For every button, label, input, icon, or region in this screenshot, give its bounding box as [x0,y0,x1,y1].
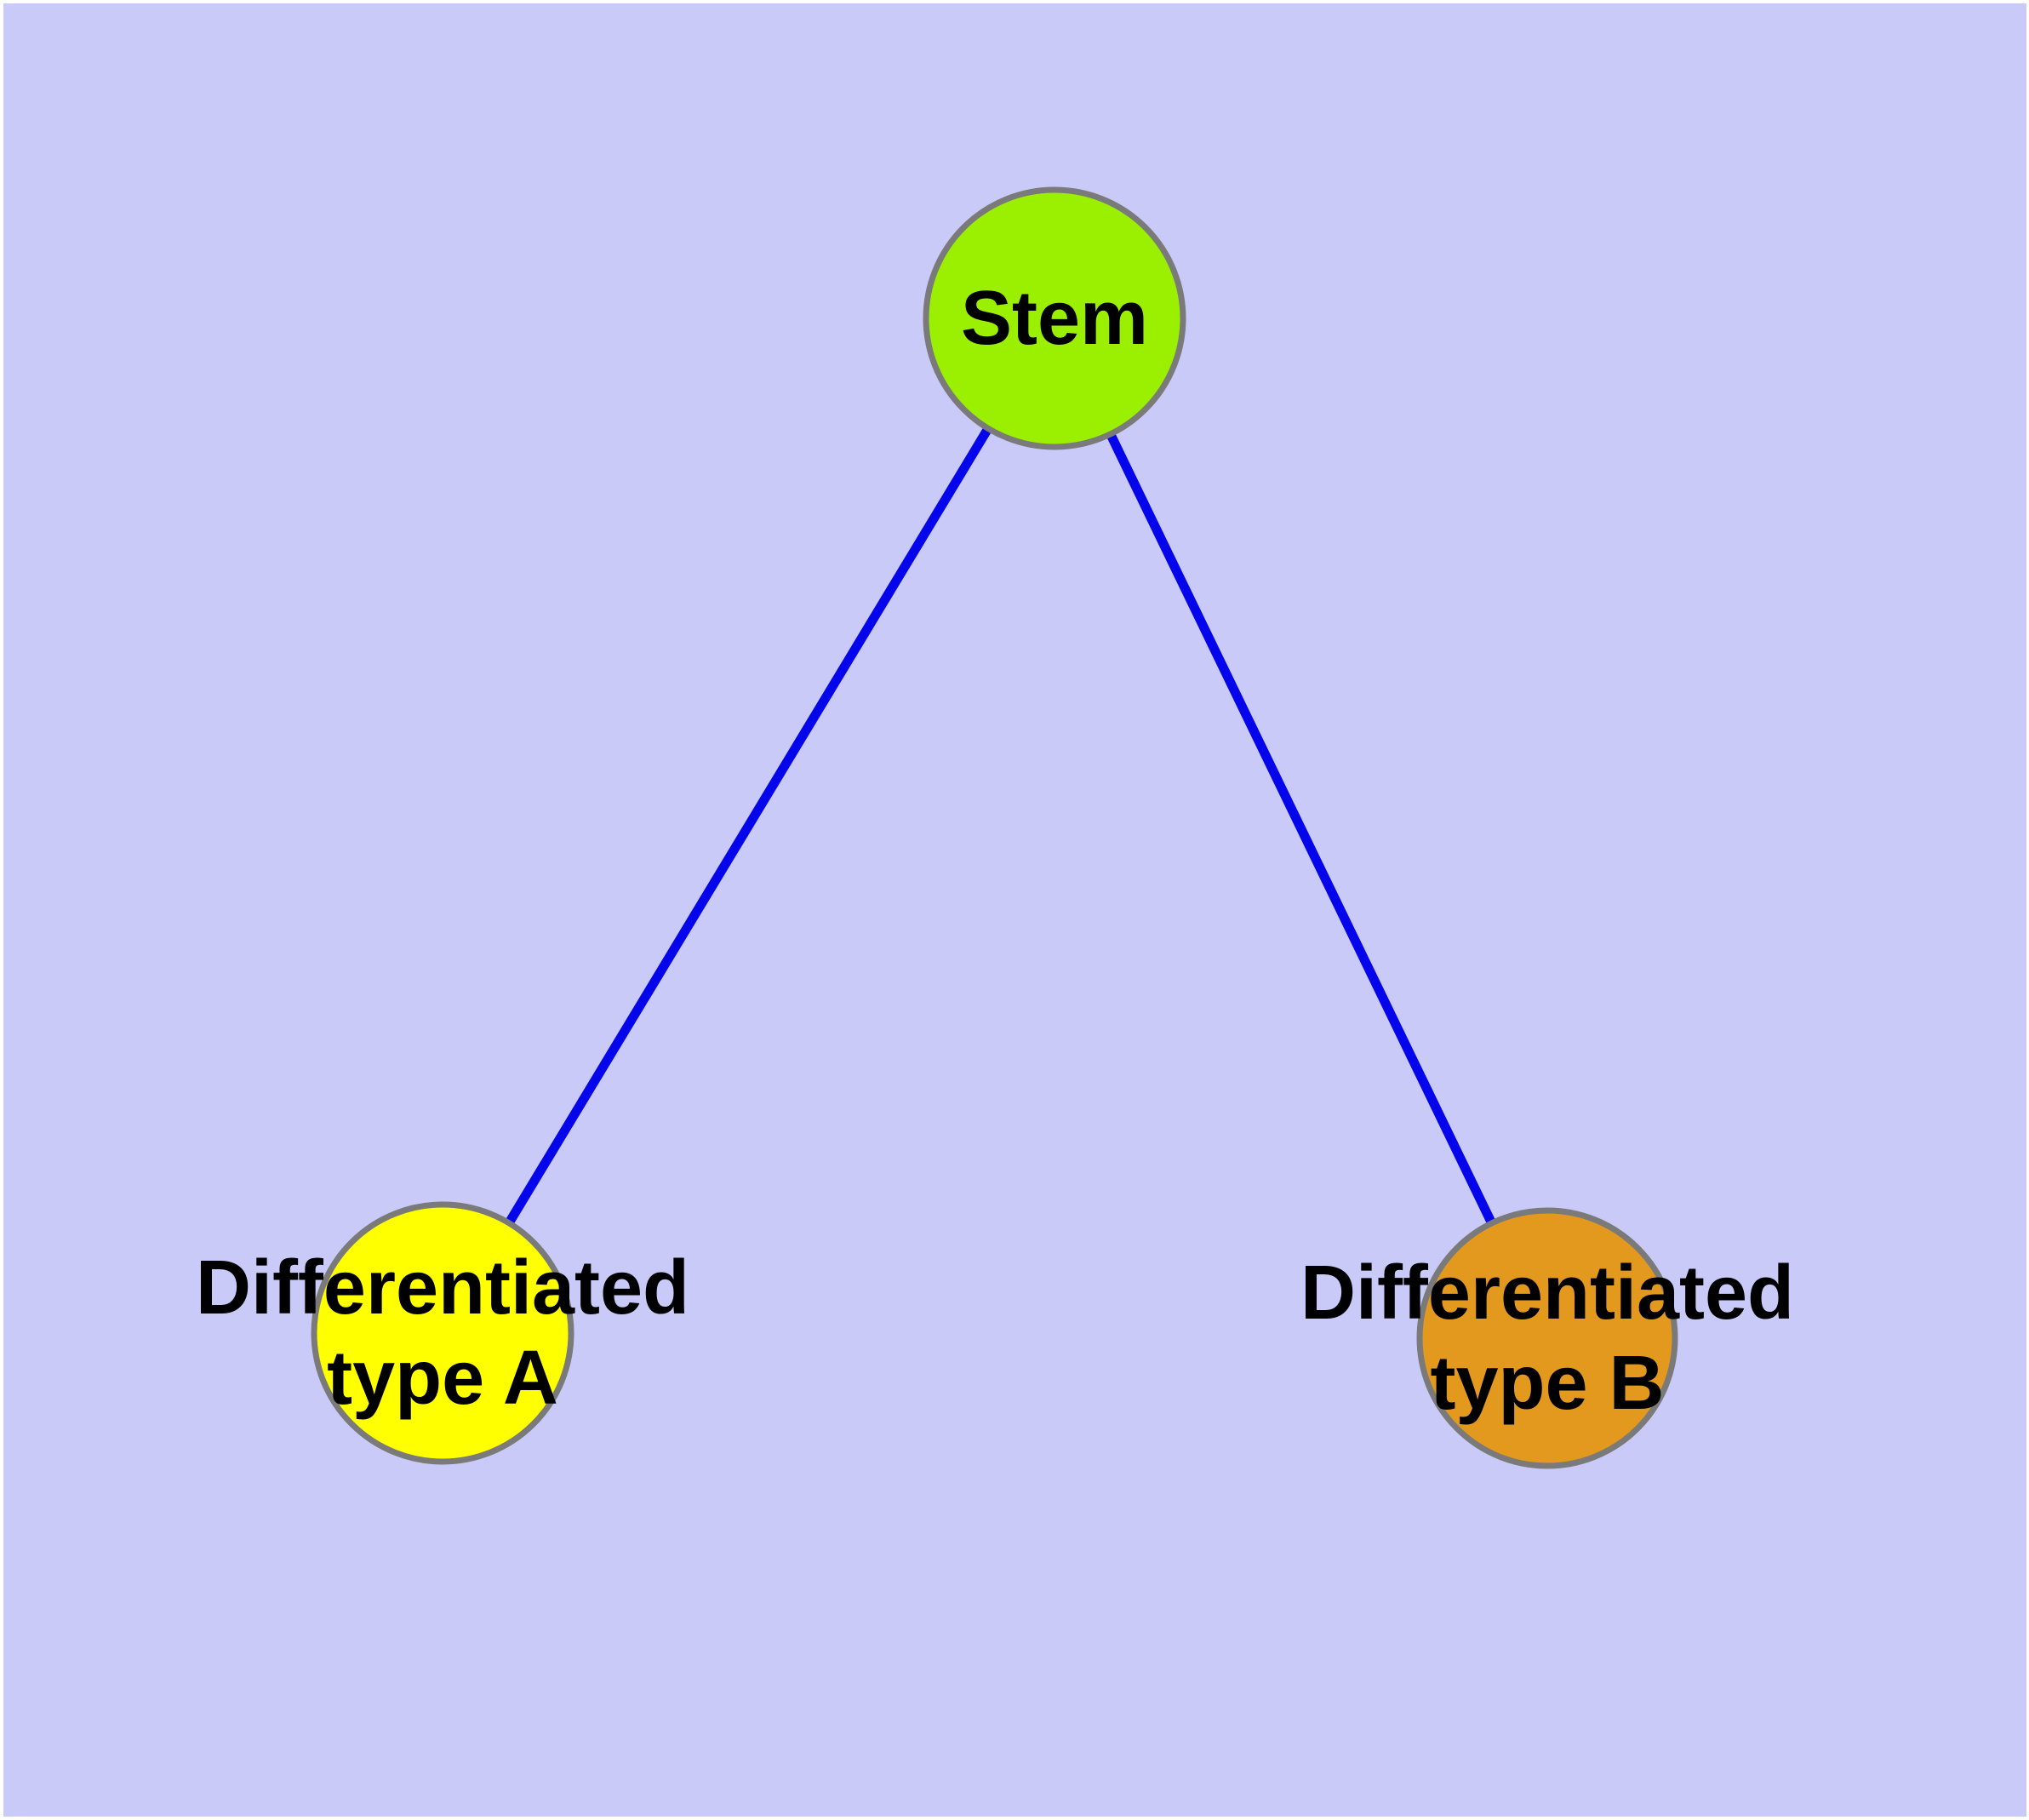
edge-stem-to-type-b [1050,316,1552,1341]
type-b-node [1416,1207,1678,1469]
edge-stem-to-type-a [438,316,1059,1336]
type-a-node [311,1201,574,1465]
stem-node [923,186,1186,450]
